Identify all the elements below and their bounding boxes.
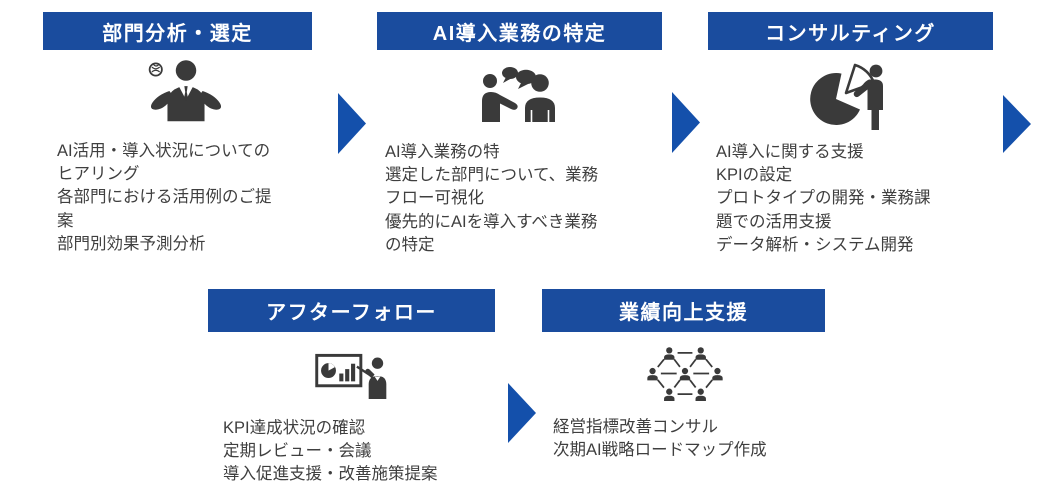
description-line: ヒアリング xyxy=(57,165,140,184)
people-network-icon xyxy=(644,344,726,403)
step-1-description: AI活用・導入状況についての ヒアリング 各部門における活用例のご提 案 部門別… xyxy=(57,140,329,256)
chart-presentation-icon xyxy=(314,350,392,399)
description-line: の特定 xyxy=(385,235,435,254)
description-line: 優先的にAIを導入すべき業務 xyxy=(385,212,598,231)
description-line: 導入促進支援・改善施策提案 xyxy=(223,465,438,484)
consultant-idea-icon xyxy=(146,58,226,124)
description-line: KPIの設定 xyxy=(716,166,793,185)
description-line: 各部門における活用例のご提 xyxy=(57,188,272,207)
step-5-header: 業績向上支援 xyxy=(542,289,825,332)
flow-arrow-1-icon xyxy=(338,93,366,154)
description-line: プロトタイプの開発・業務課 xyxy=(716,189,931,208)
description-line: AI活用・導入状況についての xyxy=(57,142,271,160)
description-line: 経営指標改善コンサル xyxy=(553,418,718,436)
step-2-title: AI導入業務の特定 xyxy=(432,22,607,45)
flow-arrow-2-icon xyxy=(672,92,700,153)
step-1-title: 部門分析・選定 xyxy=(102,22,253,45)
step-2-header: AI導入業務の特定 xyxy=(377,12,662,50)
step-5-description: 経営指標改善コンサル 次期AI戦略ロードマップ作成 xyxy=(553,416,845,462)
description-line: データ解析・システム開発 xyxy=(716,235,914,254)
step-3-header: コンサルティング xyxy=(708,12,993,50)
step-1-header: 部門分析・選定 xyxy=(43,12,312,50)
flow-arrow-4-icon xyxy=(508,383,536,443)
step-5-title: 業績向上支援 xyxy=(619,302,748,324)
description-line: 案 xyxy=(57,211,74,230)
step-3-description: AI導入に関する支援 KPIの設定 プロトタイプの開発・業務課 題での活用支援 … xyxy=(716,141,998,257)
description-line: 次期AI戦略ロードマップ作成 xyxy=(553,441,767,460)
description-line: AI導入に関する支援 xyxy=(716,143,864,161)
description-line: KPI達成状況の確認 xyxy=(223,419,366,437)
step-4-description: KPI達成状況の確認 定期レビュー・会議 導入促進支援・改善施策提案 xyxy=(223,417,505,487)
discussion-icon xyxy=(479,64,555,122)
description-line: 題での活用支援 xyxy=(716,212,832,231)
step-4-header: アフターフォロー xyxy=(208,289,495,332)
description-line: 部門別効果予測分析 xyxy=(57,234,206,253)
description-line: フロー可視化 xyxy=(385,189,484,208)
description-line: AI導入業務の特 xyxy=(385,143,500,161)
description-line: 選定した部門について、業務 xyxy=(385,166,599,185)
step-2-description: AI導入業務の特 選定した部門について、業務 フロー可視化 優先的にAIを導入す… xyxy=(385,141,667,257)
description-line: 定期レビュー・会議 xyxy=(223,442,372,461)
step-3-title: コンサルティング xyxy=(765,22,936,45)
pie-chart-presenter-icon xyxy=(808,58,894,132)
flow-arrow-3-icon xyxy=(1003,95,1031,153)
step-4-title: アフターフォロー xyxy=(266,302,437,324)
